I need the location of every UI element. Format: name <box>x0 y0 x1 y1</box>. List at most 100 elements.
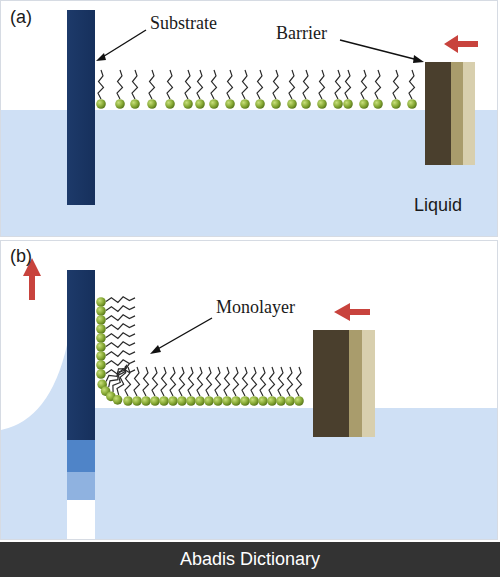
head-group <box>165 99 175 109</box>
watermark: Abadis Dictionary <box>180 550 320 570</box>
head-group <box>147 99 157 109</box>
tail <box>98 70 104 99</box>
panel-label: (b) <box>10 247 32 267</box>
tail <box>134 367 140 396</box>
tail <box>106 342 135 348</box>
tail <box>251 367 257 396</box>
head-group <box>96 369 106 379</box>
tail <box>106 306 135 312</box>
head-group <box>132 396 142 406</box>
monolayer <box>96 297 304 406</box>
panel-frame <box>1 1 498 237</box>
head-group <box>258 396 268 406</box>
tail <box>215 367 221 396</box>
head-group <box>96 351 106 361</box>
head-group <box>96 360 106 370</box>
tail <box>375 70 381 99</box>
head-group <box>96 333 106 343</box>
liquid <box>1 345 67 539</box>
tail <box>269 367 275 396</box>
tail <box>257 70 263 99</box>
head-group <box>213 396 223 406</box>
monolayer <box>96 70 417 109</box>
tail <box>206 367 212 396</box>
head-group <box>267 396 277 406</box>
head-group <box>407 99 417 109</box>
motion-arrow <box>444 35 478 53</box>
panel-label: (a) <box>10 8 32 28</box>
head-group <box>168 396 178 406</box>
tail <box>233 367 239 396</box>
tail <box>106 297 135 303</box>
head-group <box>249 396 259 406</box>
substrate-wet <box>67 440 95 472</box>
head-group <box>343 99 353 109</box>
head-group <box>96 99 106 109</box>
tail <box>106 324 135 330</box>
leader-line <box>340 40 418 60</box>
head-group <box>285 396 295 406</box>
tail <box>273 70 279 99</box>
substrate <box>67 10 95 205</box>
substrate-wet <box>67 472 95 500</box>
head-group <box>222 396 232 406</box>
head-group <box>204 396 214 406</box>
tail <box>197 367 203 396</box>
arrow-head <box>150 345 161 354</box>
leader-line <box>101 30 146 58</box>
substrate <box>67 270 95 440</box>
tail <box>224 367 230 396</box>
tail <box>106 315 135 321</box>
tail <box>167 70 173 99</box>
tail <box>211 70 217 99</box>
head-group <box>276 396 286 406</box>
head-group <box>141 396 151 406</box>
tail <box>296 367 302 396</box>
panel-frame <box>1 241 498 540</box>
head-group <box>301 99 311 109</box>
head-group <box>96 306 106 316</box>
barrier <box>313 330 375 437</box>
head-group <box>294 396 304 406</box>
head-group <box>225 99 235 109</box>
tail <box>289 70 295 99</box>
barrier <box>425 62 475 165</box>
liquid <box>95 408 497 539</box>
head-group <box>123 396 133 406</box>
head-group <box>359 99 369 109</box>
head-group <box>209 99 219 109</box>
head-group <box>195 99 205 109</box>
tail <box>319 70 325 99</box>
tail <box>170 367 176 396</box>
tail <box>260 367 266 396</box>
tail <box>161 367 167 396</box>
tail <box>278 367 284 396</box>
tail <box>227 70 233 99</box>
tail <box>132 70 138 99</box>
tail <box>143 367 149 396</box>
head-group <box>130 99 140 109</box>
head-group <box>150 396 160 406</box>
tail <box>197 70 203 99</box>
region-label: Liquid <box>414 196 462 216</box>
tail <box>361 70 367 99</box>
head-group <box>195 396 205 406</box>
tail <box>335 70 341 99</box>
part-label: Substrate <box>150 14 217 34</box>
head-group <box>96 342 106 352</box>
tail <box>106 351 135 357</box>
motion-arrow <box>334 303 370 321</box>
head-group <box>159 396 169 406</box>
tail <box>345 70 351 99</box>
tail <box>117 70 123 99</box>
tail <box>303 70 309 99</box>
arrow-head <box>413 55 424 63</box>
head-group <box>186 396 196 406</box>
head-group <box>240 99 250 109</box>
tail <box>149 70 155 99</box>
head-group <box>177 396 187 406</box>
tail <box>113 366 126 392</box>
head-group <box>287 99 297 109</box>
head-group <box>183 99 193 109</box>
